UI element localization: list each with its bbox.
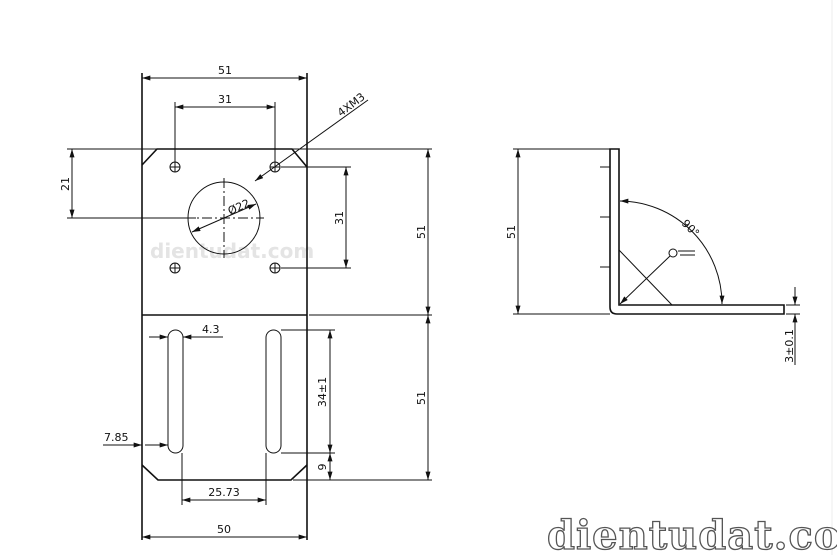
dim-slot-bottom-gap: 9 bbox=[316, 464, 329, 471]
front-view-outline bbox=[141, 73, 308, 540]
dim-width-top: 51 bbox=[218, 64, 232, 77]
dim-bore-offset: 21 bbox=[59, 177, 72, 191]
dim-hole-spacing-v: 31 bbox=[333, 211, 346, 225]
dim-slot-length: 34±1 bbox=[316, 377, 329, 407]
dim-height-lower: 51 bbox=[415, 391, 428, 405]
hole bbox=[269, 262, 281, 274]
slot-right bbox=[265, 329, 282, 454]
dim-angle: 90° bbox=[679, 217, 702, 240]
watermark-corner: dientudat.com bbox=[547, 512, 837, 555]
side-view: 51 90° 3±0.1 bbox=[505, 148, 800, 365]
hole bbox=[169, 161, 181, 173]
dim-thickness: 3±0.1 bbox=[783, 329, 796, 363]
dim-slot-offset: 7.85 bbox=[104, 431, 129, 444]
dim-slot-width: 4.3 bbox=[202, 323, 220, 336]
dim-hole-spacing-h: 31 bbox=[218, 93, 232, 106]
thread-callout-label: 4XM3 bbox=[335, 90, 368, 119]
bore-diameter-label: Ø22 bbox=[226, 197, 252, 218]
dim-height-upper: 51 bbox=[415, 225, 428, 239]
dim-width-bottom: 50 bbox=[217, 523, 231, 536]
hole bbox=[169, 262, 181, 274]
slot-left bbox=[167, 329, 184, 454]
dim-side-height: 51 bbox=[505, 225, 518, 239]
watermark-center: dientudat.com bbox=[150, 239, 314, 263]
slots bbox=[167, 329, 282, 454]
dim-slot-spacing: 25.73 bbox=[208, 486, 240, 499]
thread-leader bbox=[254, 99, 369, 182]
